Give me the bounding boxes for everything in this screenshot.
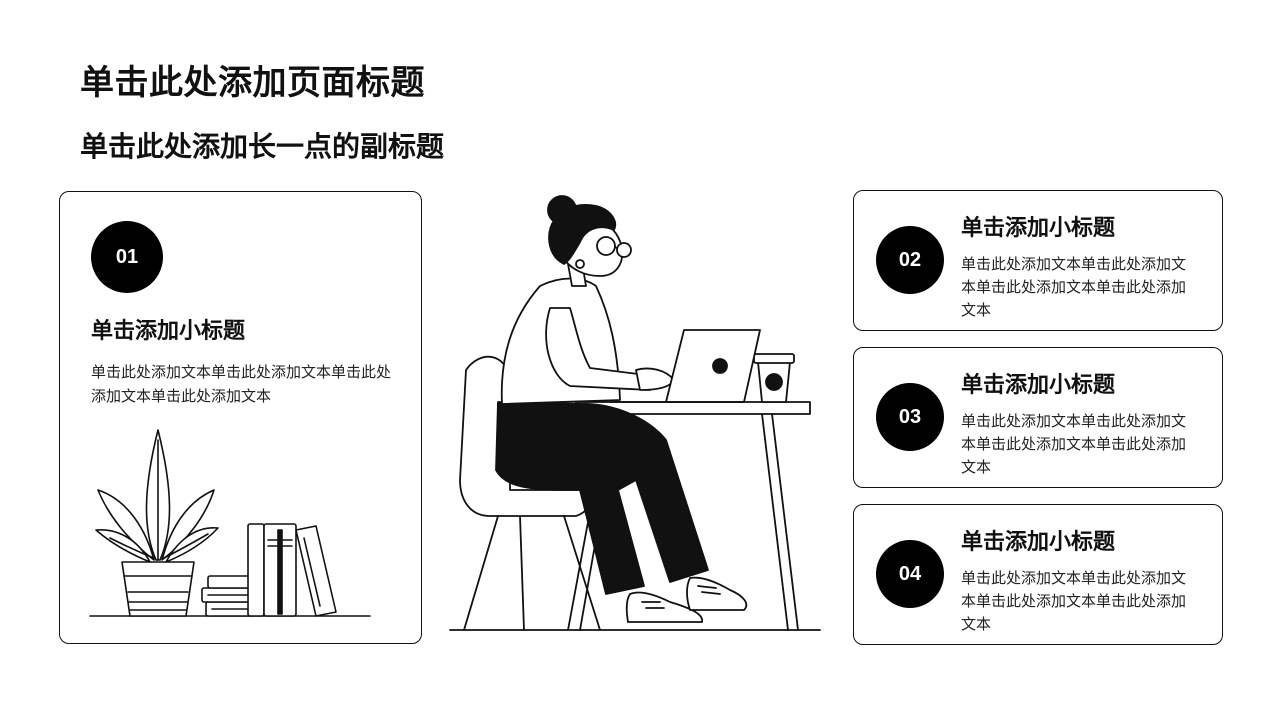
card-heading-01[interactable]: 单击添加小标题 bbox=[91, 319, 246, 344]
content-card-01[interactable]: 01 单击添加小标题 单击此处添加文本单击此处添加文本单击此处添加文本单击此处添… bbox=[59, 191, 422, 644]
content-card-04[interactable]: 04 单击添加小标题 单击此处添加文本单击此处添加文本单击此处添加文本单击此处添… bbox=[853, 504, 1223, 645]
card-body-04[interactable]: 单击此处添加文本单击此处添加文本单击此处添加文本单击此处添加文本 bbox=[961, 569, 1187, 633]
card-body-02[interactable]: 单击此处添加文本单击此处添加文本单击此处添加文本单击此处添加文本 bbox=[961, 255, 1187, 319]
card-heading-04[interactable]: 单击添加小标题 bbox=[961, 530, 1116, 555]
card-heading-02[interactable]: 单击添加小标题 bbox=[961, 216, 1116, 241]
number-badge-01: 01 bbox=[91, 221, 163, 293]
content-card-02[interactable]: 02 单击添加小标题 单击此处添加文本单击此处添加文本单击此处添加文本单击此处添… bbox=[853, 190, 1223, 331]
card-heading-03[interactable]: 单击添加小标题 bbox=[961, 373, 1116, 398]
content-card-03[interactable]: 03 单击添加小标题 单击此处添加文本单击此处添加文本单击此处添加文本单击此处添… bbox=[853, 347, 1223, 488]
number-badge-04: 04 bbox=[876, 540, 944, 608]
number-badge-03: 03 bbox=[876, 383, 944, 451]
plant-and-books-illustration bbox=[89, 429, 371, 617]
card-body-01[interactable]: 单击此处添加文本单击此处添加文本单击此处添加文本单击此处添加文本 bbox=[91, 363, 392, 405]
woman-at-laptop-illustration bbox=[449, 195, 821, 631]
page-title[interactable]: 单击此处添加页面标题 bbox=[80, 63, 425, 103]
card-body-03[interactable]: 单击此处添加文本单击此处添加文本单击此处添加文本单击此处添加文本 bbox=[961, 412, 1187, 476]
number-badge-02: 02 bbox=[876, 226, 944, 294]
page-subtitle[interactable]: 单击此处添加长一点的副标题 bbox=[80, 130, 445, 163]
